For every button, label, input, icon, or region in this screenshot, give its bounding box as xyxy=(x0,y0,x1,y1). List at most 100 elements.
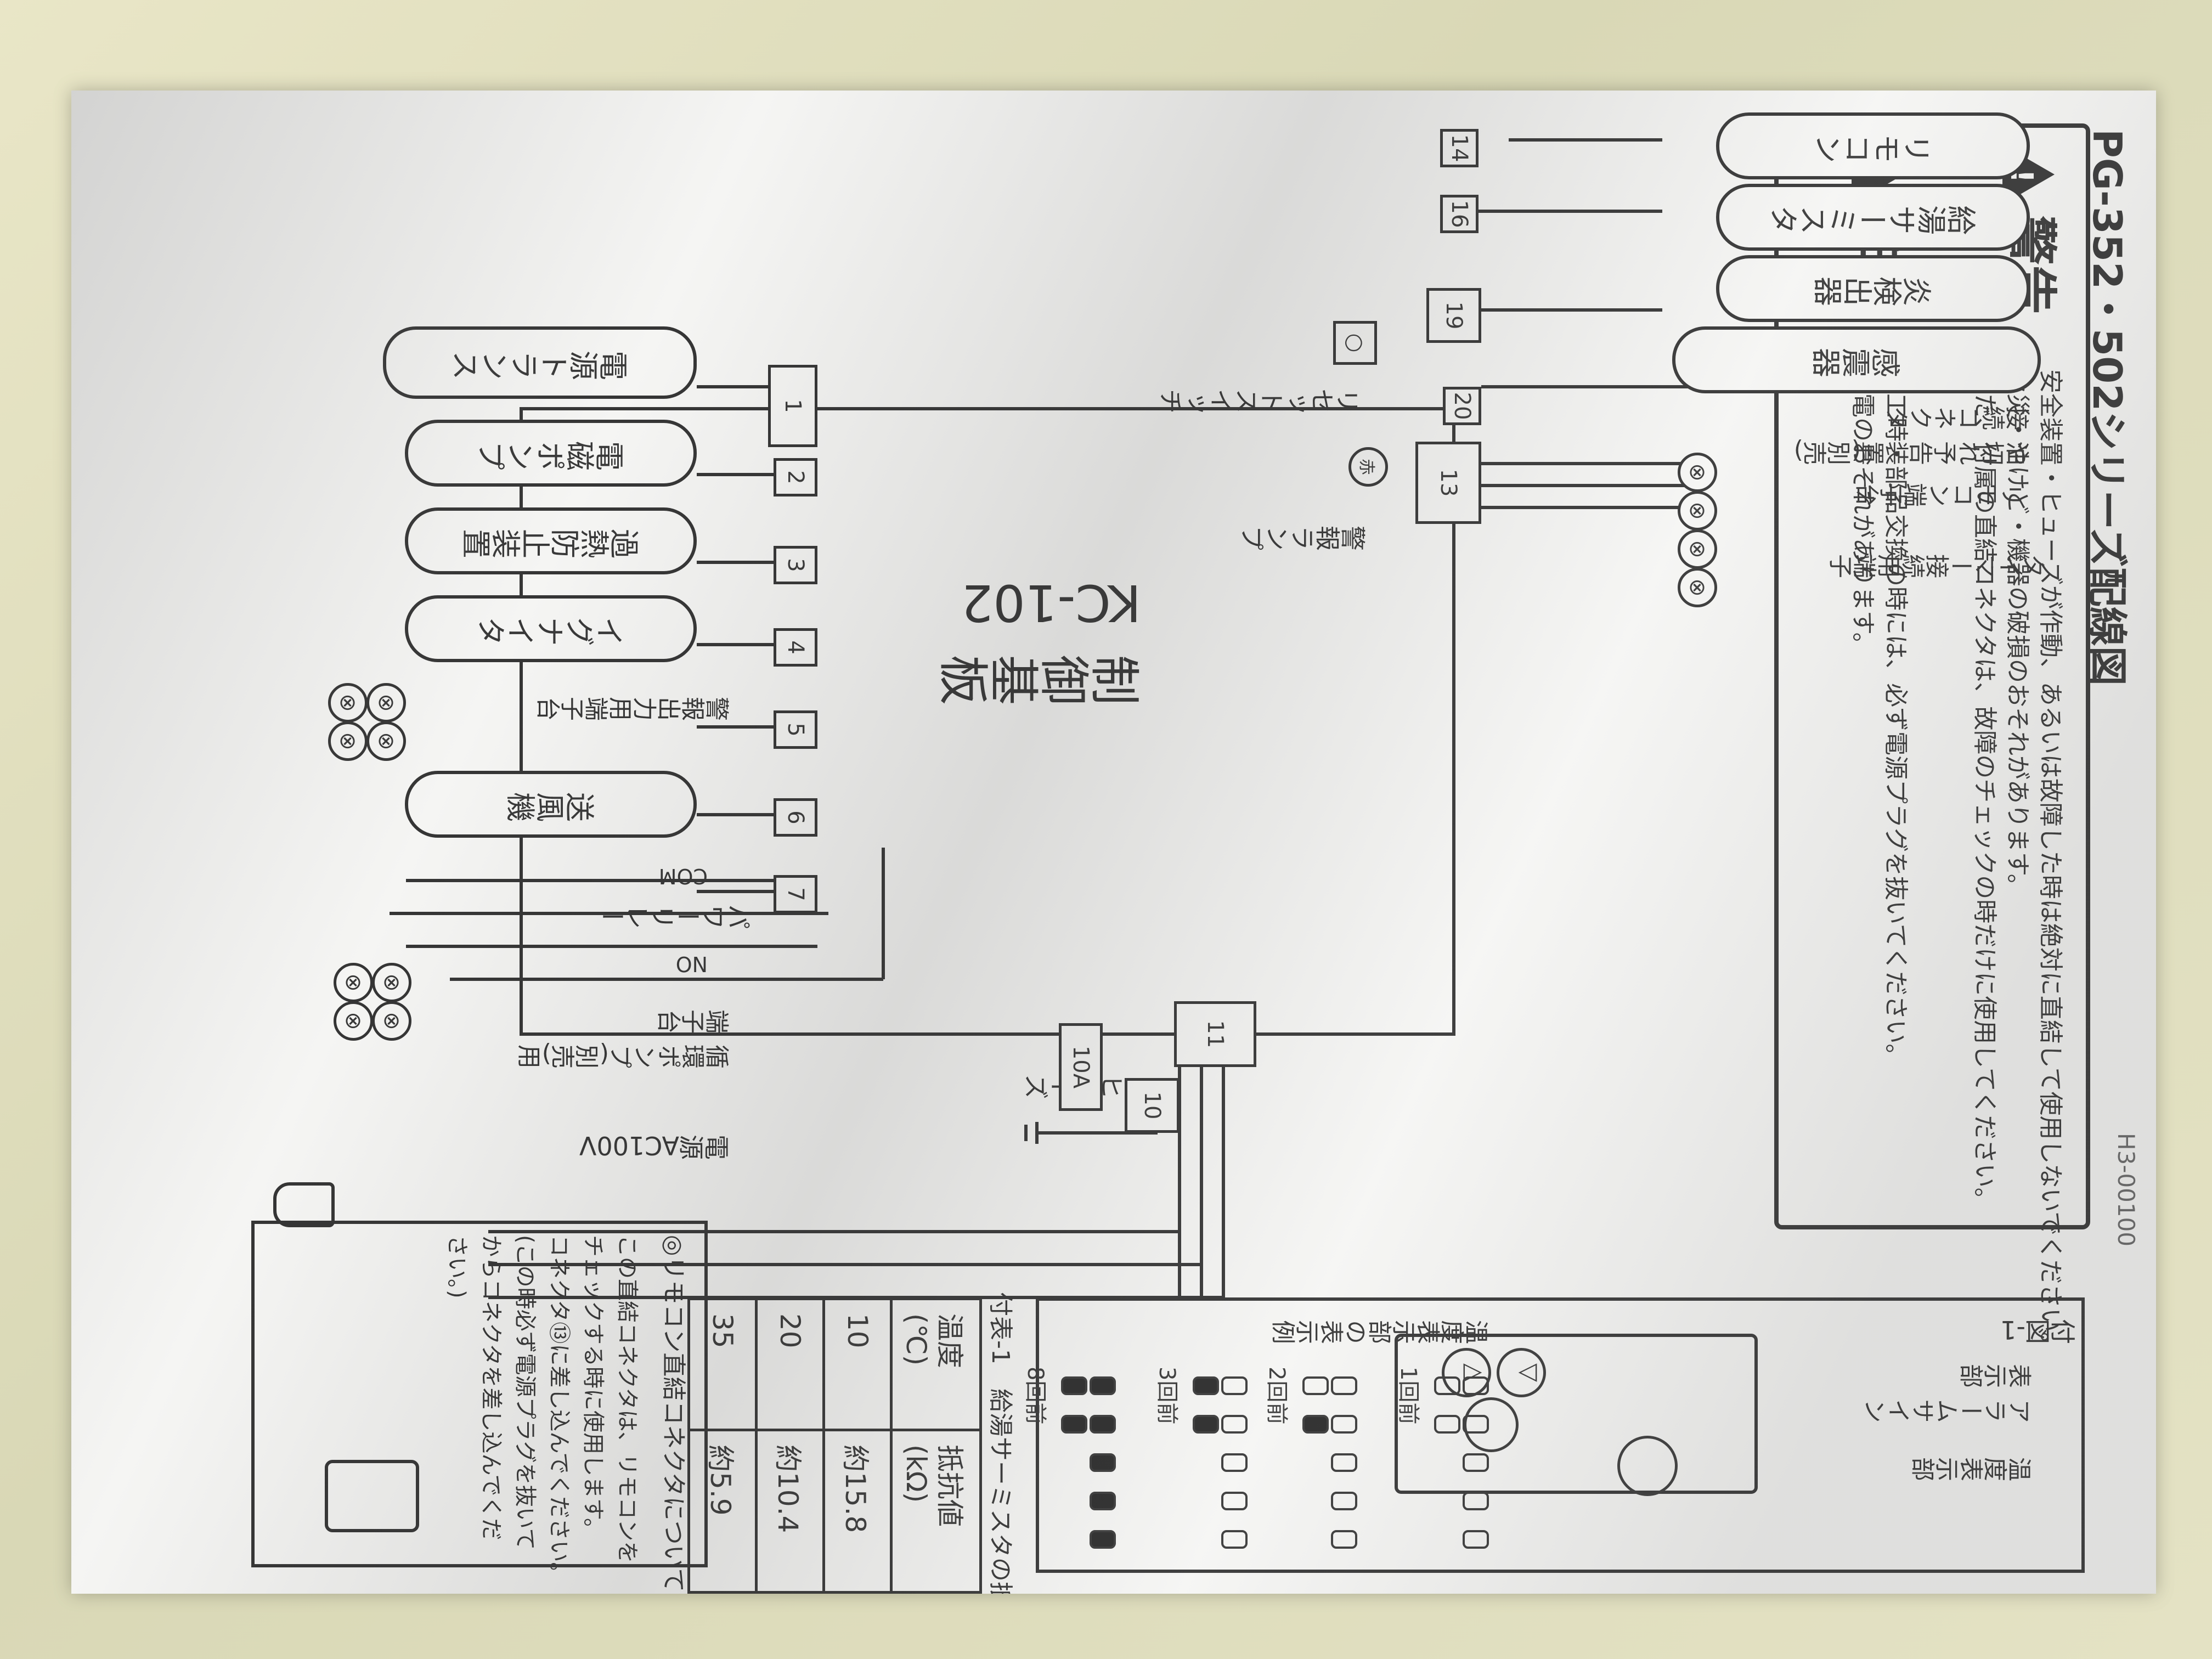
remote-controller: リモコン xyxy=(1716,112,2030,179)
led-on xyxy=(1090,1453,1116,1472)
display-example-label: 温度表示部の表示例 xyxy=(1272,1316,1489,1344)
red-label: 赤 xyxy=(1357,459,1376,475)
led-on xyxy=(1090,1492,1116,1510)
circ-terminal-screw-3: ⊗ xyxy=(334,963,373,1002)
connector-16: 16 xyxy=(1440,195,1479,233)
led xyxy=(1463,1415,1489,1434)
alarm-lamp-red: 赤 xyxy=(1348,447,1388,487)
hot-water-thermistor: 給湯サーミスタ xyxy=(1716,184,2030,251)
power-relay-label: パワーリレー xyxy=(600,900,752,930)
flame-detector-label: 炎検出器 xyxy=(1814,271,1932,306)
connector-note-box: ◎リモコン直結コネクタについて この直結コネクタは、リモコンを チェックする時に… xyxy=(251,1221,708,1592)
table-cell: 10 xyxy=(823,1299,891,1430)
fuse-rating: 10A xyxy=(1059,1023,1103,1111)
led xyxy=(1221,1376,1248,1395)
power-supply-label: 電源AC100V xyxy=(579,1131,730,1160)
alarm-terminal-screw-3: ⊗ xyxy=(328,683,368,723)
direct-connector-icon xyxy=(325,1460,419,1532)
thermistor-resistance-table: 温度(℃) 抵抗値(kΩ) 10 約15.8 20 約10.4 35 約5.9 xyxy=(687,1297,982,1594)
remocon-terminal-screw-1: ⊗ xyxy=(1678,453,1717,492)
timer-terminal-screw-1: ⊗ xyxy=(1678,529,1717,569)
row-label-1: 1回前 xyxy=(1396,1367,1421,1425)
alarm-output-terminal-label: 警報出力用端子台 xyxy=(537,692,730,720)
led xyxy=(1331,1376,1357,1395)
led-row-2: 2回前 xyxy=(1263,1367,1357,1570)
led-on xyxy=(1090,1530,1116,1549)
connector-13: 13 xyxy=(1415,442,1481,524)
sheet-content: H3-00100 PG-352・502シリーズ配線図 !警告 安全装置・ヒューズ… xyxy=(71,91,2156,1594)
connector-10: 10 xyxy=(1125,1078,1180,1133)
timer-terminal-screw-2: ⊗ xyxy=(1678,568,1717,607)
overheat-label: 過熱防止装置 xyxy=(462,523,640,558)
led-on xyxy=(1090,1415,1116,1434)
led xyxy=(1463,1492,1489,1510)
relay-no: NO xyxy=(675,952,708,976)
table-cell: 20 xyxy=(756,1299,824,1430)
quake-sensor: 感震器 xyxy=(1672,326,2041,393)
led xyxy=(1221,1492,1248,1510)
connector-14: 14 xyxy=(1440,129,1479,167)
table-header: 温度(℃) xyxy=(891,1299,981,1430)
blower-fan: 送風機 xyxy=(405,771,697,838)
board-model: KC-102 xyxy=(961,573,1141,632)
remocon-label: リモコン xyxy=(1814,128,1932,163)
table-header: 抵抗値(kΩ) xyxy=(891,1430,981,1593)
connector-note-title: ◎リモコン直結コネクタについて xyxy=(659,1235,687,1593)
overheat-protector: 過熱防止装置 xyxy=(405,507,697,574)
connector-6: 6 xyxy=(774,798,817,837)
circ-terminal-screw-4: ⊗ xyxy=(334,1001,373,1041)
led xyxy=(1221,1530,1248,1549)
board-label: 制御基板 xyxy=(939,646,1141,705)
power-transformer: 電源トランス xyxy=(383,326,697,399)
led xyxy=(1331,1530,1357,1549)
led xyxy=(1331,1492,1357,1510)
fan-label: 送風機 xyxy=(506,787,595,822)
table-row: 20 約10.4 xyxy=(756,1299,824,1593)
alarm-terminal-screw-4: ⊗ xyxy=(328,721,368,761)
relay-com: COM xyxy=(658,864,708,888)
table-cell: 約15.8 xyxy=(823,1430,891,1593)
quake-sensor-label: 感震器 xyxy=(1812,342,1901,377)
connector-11: 11 xyxy=(1174,1001,1256,1067)
led xyxy=(1434,1376,1460,1395)
led xyxy=(1331,1415,1357,1434)
figure-1-box: 付図-1 アラームサイン 表示部 温度表示部 △ ▽ 温度表示部の表示例 1回前… xyxy=(1023,1297,2085,1573)
igniter: イグナイタ xyxy=(405,595,697,662)
led-on xyxy=(1061,1376,1087,1395)
remocon-terminal-label: リモコン端子台 xyxy=(1855,478,2024,506)
down-button[interactable]: ▽ xyxy=(1497,1348,1546,1397)
power-button[interactable] xyxy=(1617,1436,1678,1496)
led xyxy=(1434,1415,1460,1434)
table-header-row: 温度(℃) 抵抗値(kΩ) xyxy=(891,1299,981,1593)
reset-switch-label: リセットスイッチ xyxy=(1159,385,1361,414)
connector-2: 2 xyxy=(774,458,817,496)
connector-7: 7 xyxy=(774,875,817,913)
timer-terminal-label: タイマー接続用端子 xyxy=(1829,550,2046,578)
table-cell: 約10.4 xyxy=(756,1430,824,1593)
circulation-pump-terminal-label: 循環ポンプ(別売)用 端子台 xyxy=(517,1005,730,1068)
connector-5: 5 xyxy=(774,710,817,749)
flame-detector: 炎検出器 xyxy=(1716,255,2030,322)
thermistor-label: 給湯サーミスタ xyxy=(1769,200,1977,235)
electromagnetic-pump: 電磁ポンプ xyxy=(405,420,697,487)
connector-note-body: この直結コネクタは、リモコンを チェックする時に使用します。 コネクタ⑬に差し込… xyxy=(444,1235,640,1584)
led xyxy=(1302,1376,1329,1395)
transformer-label: 電源トランス xyxy=(451,345,629,380)
led-on xyxy=(1193,1376,1219,1395)
remocon-terminal-screw-2: ⊗ xyxy=(1678,491,1717,531)
row-label-3: 3回前 xyxy=(1154,1367,1180,1425)
circ-terminal-screw-1: ⊗ xyxy=(372,963,411,1002)
figure-title: 付図-1 xyxy=(2000,1315,2076,1345)
led-on xyxy=(1061,1415,1087,1434)
igniter-label: イグナイタ xyxy=(477,611,625,646)
led xyxy=(1463,1376,1489,1395)
connector-20: 20 xyxy=(1443,387,1481,425)
led xyxy=(1463,1453,1489,1472)
oil-leak-connector: 油切れ予告装置(別売) 接続コネクタ xyxy=(1793,402,2030,465)
led xyxy=(1463,1530,1489,1549)
circ-terminal-screw-2: ⊗ xyxy=(372,1001,411,1041)
row-label-8: 8回前 xyxy=(1023,1367,1048,1425)
temp-display-label: 温度表示部 xyxy=(1911,1453,2032,1481)
led-row-8: 8回前 xyxy=(1022,1367,1116,1570)
led-row-1: 1回前 xyxy=(1395,1367,1489,1570)
